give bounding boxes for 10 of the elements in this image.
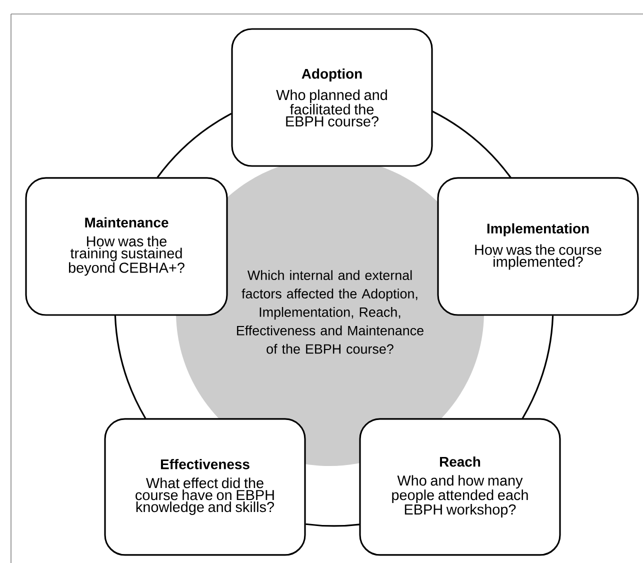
question-box: Maintenance How was the training sustained beyond CEBHA+? (25, 177, 228, 316)
question-box: Effectiveness What effect did the course have on EBPH knowledge and skills? (104, 418, 306, 556)
question-box: Adoption Who planned and facilitated the EBPH course? (231, 28, 433, 167)
ring-arc (156, 112, 232, 178)
ring-arc (522, 316, 554, 419)
question-box: Implementation How was the course implemented? (437, 177, 639, 316)
ring-arc (306, 523, 360, 527)
ring-arc (432, 110, 512, 178)
question-box: Reach Who and how many people attended each EBPH workshop? (359, 418, 561, 556)
ring-arc (114, 315, 146, 419)
